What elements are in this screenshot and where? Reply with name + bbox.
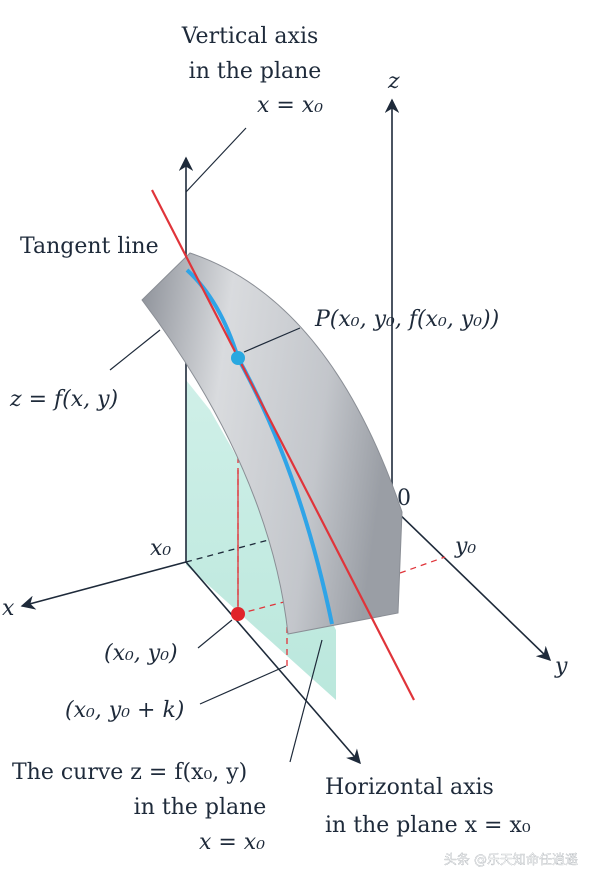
point-base-k-label: (x₀, y₀ + k) [65,698,184,723]
leader-point-base [197,619,233,649]
x-axis [20,561,187,610]
point-p-label: P(x₀, y₀, f(x₀, y₀)) [314,307,499,332]
curve-label-line1: The curve z = f(x₀, y) [12,760,247,785]
y-axis [391,506,552,662]
vertical-axis-label-line1: Vertical axis [181,24,319,49]
curve-label-line2: in the plane [134,795,267,820]
watermark: 头条 @乐天知命任逍遥 [444,852,578,868]
leader-vertical-axis [185,127,247,193]
origin-label: 0 [397,486,411,511]
horizontal-axis-label-line2: in the plane x = x₀ [325,813,531,838]
point-base [231,607,245,621]
y0-dashed-line [399,556,446,574]
z-axis-label: z [387,69,400,94]
horizontal-axis-in-plane [185,561,361,765]
x-axis-label: x [2,596,15,621]
y-axis-label: y [554,654,568,679]
horizontal-axis-label-line1: Horizontal axis [325,775,494,800]
vertical-axis-label-line3: x = x₀ [257,93,323,118]
leader-curve [289,639,323,763]
curve-label-line3: x = x₀ [199,830,265,855]
point-base-label: (x₀, y₀) [104,641,178,666]
leader-point-p [243,327,301,353]
point-p [231,351,245,365]
tangent-line-label: Tangent line [20,234,159,259]
y0-label: y₀ [454,534,476,559]
leader-point-base-k [199,665,287,705]
surface-label: z = f(x, y) [9,387,118,412]
surface-patch [141,252,403,635]
leader-surface [109,329,161,371]
vertical-axis-label-line2: in the plane [189,59,322,84]
x0-label: x₀ [150,536,171,561]
tangent-line [151,189,415,701]
